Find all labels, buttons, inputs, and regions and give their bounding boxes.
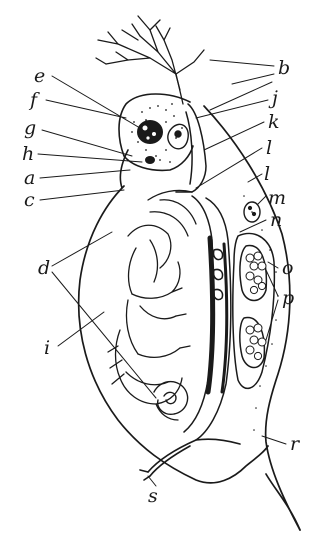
thoracic-legs <box>108 225 190 420</box>
label-e: e <box>34 65 45 87</box>
tail-claw <box>140 439 240 480</box>
label-i: i <box>44 337 50 359</box>
caecum <box>148 190 196 236</box>
label-g: g <box>24 117 36 139</box>
label-d: d <box>38 257 50 279</box>
label-n: n <box>270 209 282 231</box>
brain <box>168 124 188 148</box>
egg-cluster <box>246 252 266 360</box>
label-f: f <box>28 89 40 111</box>
label-l-upper: l <box>266 137 272 159</box>
label-r: r <box>290 433 301 455</box>
label-a: a <box>24 167 35 189</box>
label-s: s <box>148 485 158 507</box>
antennae <box>96 16 204 104</box>
gut <box>184 196 231 440</box>
label-l-lower: l <box>264 163 270 185</box>
label-m: m <box>268 187 286 209</box>
label-h: h <box>22 143 34 165</box>
label-b: b <box>278 57 290 79</box>
label-o: o <box>282 257 293 279</box>
compound-eye <box>137 120 163 144</box>
ocellus <box>145 156 155 164</box>
label-p: p <box>282 287 294 309</box>
label-c: c <box>24 189 35 211</box>
label-k: k <box>268 111 280 133</box>
label-j: j <box>268 87 278 109</box>
